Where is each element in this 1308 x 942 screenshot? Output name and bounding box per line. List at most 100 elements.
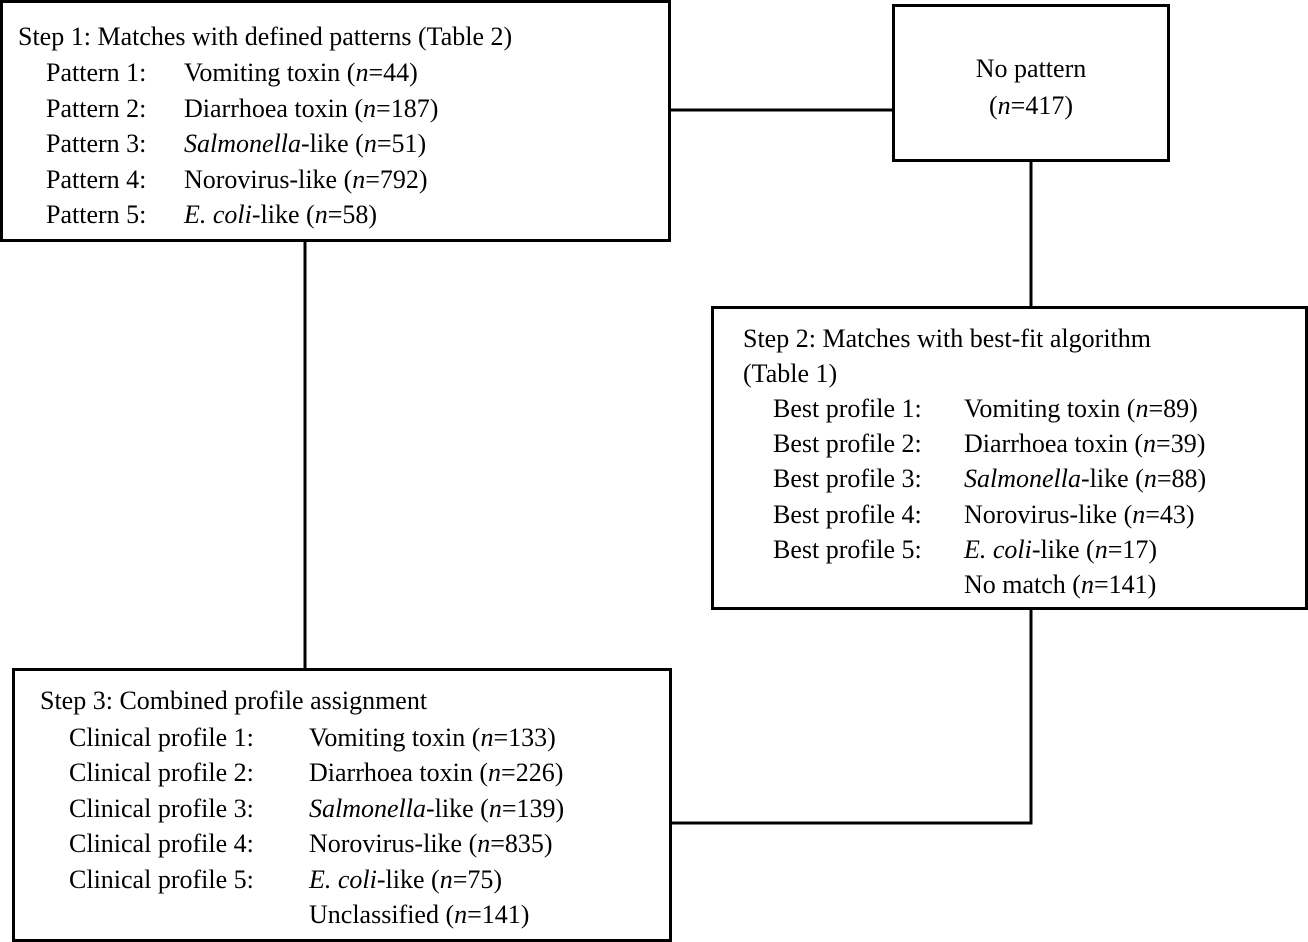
step3-row-text: Diarrhoea toxin (n=226) xyxy=(309,755,563,791)
step2-row-n: n xyxy=(1143,429,1157,459)
step1-row-label: Pattern 2: xyxy=(46,93,147,123)
step3-row-n: n xyxy=(439,864,453,894)
step3-row-description: Norovirus-like ( xyxy=(309,829,478,859)
step1-row-text: Vomiting toxin (n=44) xyxy=(184,55,418,91)
step3-row-count: =835) xyxy=(490,829,553,859)
step1-row-count: =187) xyxy=(376,93,439,123)
step3-row-description: Unclassified ( xyxy=(309,900,455,929)
step2-row-count: =89) xyxy=(1148,394,1198,423)
step1-box: Step 1: Matches with defined patterns (T… xyxy=(0,0,671,242)
step2-row-description: -like ( xyxy=(1031,534,1095,564)
step1-row-n: n xyxy=(363,93,377,123)
step3-row-label: Clinical profile 2: xyxy=(69,758,254,788)
step1-row-count: =792) xyxy=(365,164,428,194)
step2-row-n: n xyxy=(1135,394,1149,423)
step3-row-count: =133) xyxy=(493,723,556,752)
step2-row-n: n xyxy=(1094,534,1108,564)
step3-title: Step 3: Combined profile assignment xyxy=(40,686,428,715)
step1-row-description: Diarrhoea toxin ( xyxy=(184,93,364,123)
step3-row-n: n xyxy=(488,758,502,788)
step3-row-text: Norovirus-like (n=835) xyxy=(309,826,553,862)
step1-row-organism: E. coli xyxy=(184,200,252,229)
step2-row-description: Diarrhoea toxin ( xyxy=(964,429,1144,459)
step3-row-label: Clinical profile 4: xyxy=(69,829,254,859)
step1-row-n: n xyxy=(314,200,328,229)
step3-row-organism: Salmonella xyxy=(309,793,426,823)
step2-box: Step 2: Matches with best-fit algorithm … xyxy=(711,306,1308,610)
step1-row-description: -like ( xyxy=(251,200,315,229)
step2-row-text: Salmonella-like (n=88) xyxy=(964,461,1206,497)
step1-row-organism: Salmonella xyxy=(184,129,301,158)
step1-row-text: Salmonella-like (n=51) xyxy=(184,126,426,162)
step1-row-label: Pattern 4: xyxy=(46,164,147,194)
step1-row-label: Pattern 3: xyxy=(46,129,147,158)
step1-row-text: E. coli-like (n=58) xyxy=(184,197,377,233)
step1-row-n: n xyxy=(355,58,369,87)
step3-row-label: Clinical profile 5: xyxy=(69,864,254,894)
step2-row-label: Best profile 5: xyxy=(773,534,922,564)
step2-row-label: Best profile 2: xyxy=(773,429,922,459)
step1-row-text: Norovirus-like (n=792) xyxy=(184,162,428,198)
no-pattern-count-n: n xyxy=(997,91,1011,120)
step3-row-text: Vomiting toxin (n=133) xyxy=(309,720,556,756)
step2-row-count: =17) xyxy=(1107,534,1158,564)
step1-row-label: Pattern 1: xyxy=(46,58,147,87)
step2-row-organism: E. coli xyxy=(964,534,1032,564)
step2-row-text: Norovirus-like (n=43) xyxy=(964,497,1195,533)
step3-row-n: n xyxy=(477,829,491,859)
step1-row-description: Vomiting toxin ( xyxy=(184,58,356,87)
step2-row-count: =39) xyxy=(1156,429,1206,459)
no-pattern-count-value: =417) xyxy=(1010,91,1073,120)
no-pattern-label: No pattern xyxy=(975,54,1087,83)
step2-row-count: =43) xyxy=(1145,499,1195,529)
step3-row-text: E. coli-like (n=75) xyxy=(309,862,502,898)
step2-title-line2: (Table 1) xyxy=(743,359,838,388)
step2-row-text: Diarrhoea toxin (n=39) xyxy=(964,426,1205,462)
step1-row-count: =44) xyxy=(368,58,418,87)
step2-row-label: Best profile 1: xyxy=(773,394,922,423)
step2-row-organism: Salmonella xyxy=(964,464,1081,494)
step3-row-description: Diarrhoea toxin ( xyxy=(309,758,489,788)
step3-box: Step 3: Combined profile assignment Clin… xyxy=(12,668,672,942)
step3-row-description: -like ( xyxy=(426,793,489,823)
step3-row-label: Clinical profile 3: xyxy=(69,793,254,823)
step2-row-text: Vomiting toxin (n=89) xyxy=(964,391,1198,427)
no-pattern-count-open: ( xyxy=(989,91,998,120)
step3-row-text: Salmonella-like (n=139) xyxy=(309,791,564,827)
step3-row-count: =141) xyxy=(467,900,530,929)
step3-row-count: =75) xyxy=(452,864,503,894)
step2-row-label: Best profile 3: xyxy=(773,464,922,494)
step3-row-n: n xyxy=(454,900,468,929)
step1-title: Step 1: Matches with defined patterns (T… xyxy=(18,22,513,51)
step3-row-n: n xyxy=(480,723,494,752)
step3-row-label: Clinical profile 1: xyxy=(69,723,254,752)
step2-row-description: Vomiting toxin ( xyxy=(964,394,1136,423)
step3-row-count: =226) xyxy=(501,758,564,788)
step3-row-text: Unclassified (n=141) xyxy=(309,897,529,933)
step2-title-line1: Step 2: Matches with best-fit algorithm xyxy=(743,324,1151,353)
step1-row-count: =51) xyxy=(376,129,427,158)
step2-row-count: =141) xyxy=(1093,570,1157,599)
step3-row-description: -like ( xyxy=(376,864,440,894)
step2-row-description: No match ( xyxy=(964,570,1081,599)
no-pattern-box: No pattern (n=417) xyxy=(892,4,1170,162)
step1-row-count: =58) xyxy=(327,200,378,229)
step2-row-n: n xyxy=(1080,570,1094,599)
step2-row-description: Norovirus-like ( xyxy=(964,499,1133,529)
step1-row-n: n xyxy=(352,164,366,194)
step1-row-description: Norovirus-like ( xyxy=(184,164,353,194)
step2-row-label: Best profile 4: xyxy=(773,499,922,529)
step1-row-n: n xyxy=(363,129,377,158)
step2-row-count: =88) xyxy=(1156,464,1207,494)
step2-row-description: -like ( xyxy=(1081,464,1144,494)
no-pattern-count: (n=417) xyxy=(895,89,1167,123)
step3-row-n: n xyxy=(488,793,502,823)
step2-row-text: No match (n=141) xyxy=(964,567,1156,603)
step2-row-n: n xyxy=(1132,499,1146,529)
connector-step2-to-step3 xyxy=(670,608,1033,825)
step2-row-text: E. coli-like (n=17) xyxy=(964,532,1157,568)
step1-row-label: Pattern 5: xyxy=(46,200,147,229)
step1-row-description: -like ( xyxy=(301,129,364,158)
step1-row-text: Diarrhoea toxin (n=187) xyxy=(184,91,438,127)
